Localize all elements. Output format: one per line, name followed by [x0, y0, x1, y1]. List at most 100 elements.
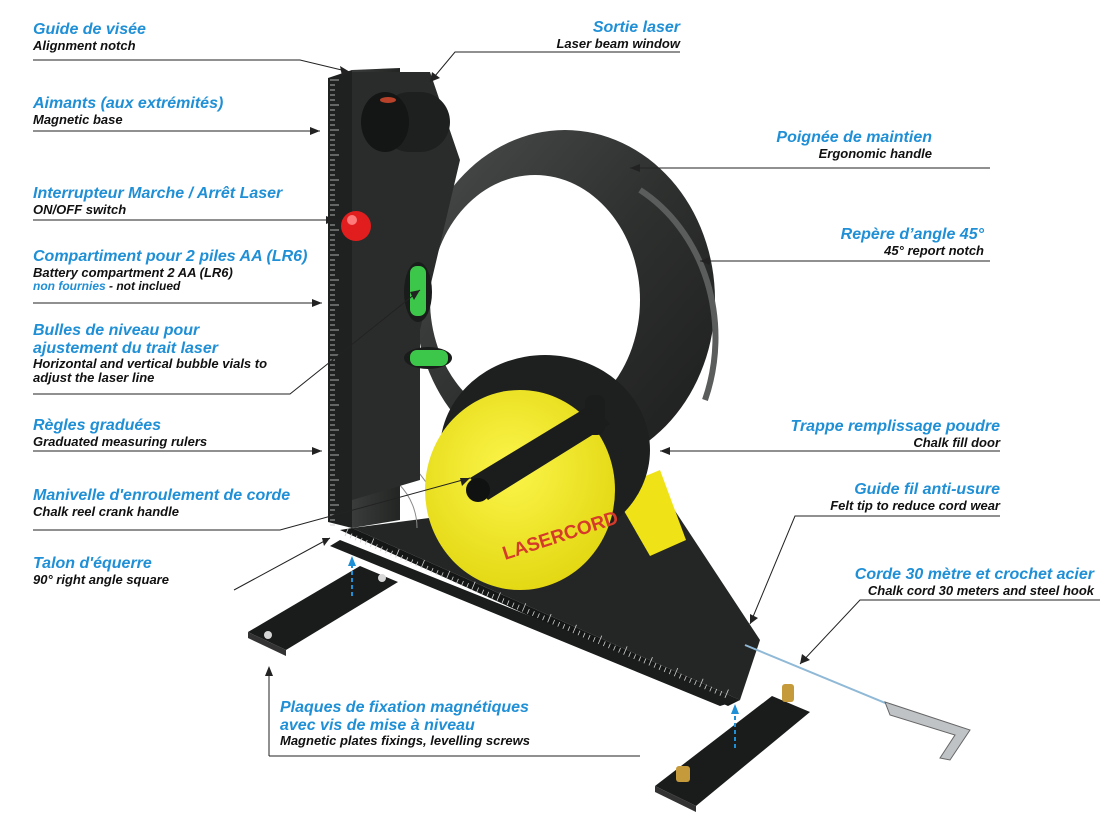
ruler-tick — [537, 613, 540, 619]
levelling-screw-icon — [676, 766, 690, 782]
label-en: Chalk fill door — [913, 434, 1000, 450]
ruler-tick — [486, 591, 490, 597]
label-fr: Règles graduées — [33, 417, 162, 434]
ruler-tick — [633, 654, 637, 660]
ruler-tick — [567, 626, 571, 632]
ruler-tick — [547, 613, 552, 623]
steel-hook-icon — [884, 701, 971, 761]
callout-alignment-notch: Guide de visée Alignment notch — [33, 21, 146, 53]
label-fr: Poignée de maintien — [776, 129, 932, 146]
label-en-1: Horizontal and vertical bubble vials to — [33, 356, 268, 372]
ruler-tick — [364, 539, 368, 545]
label-en: ON/OFF switch — [33, 201, 127, 217]
ruler-tick — [592, 636, 596, 642]
label-en: Laser beam window — [556, 35, 680, 51]
ruler-tick — [476, 587, 480, 593]
label-fr-1: Plaques de fixation magnétiques — [280, 699, 529, 716]
callout-laser-window: Sortie laser Laser beam window — [556, 19, 680, 51]
ruler-tick — [461, 580, 464, 586]
ruler-tick — [354, 535, 358, 541]
levelling-screw-icon — [782, 684, 794, 702]
ruler-tick — [521, 603, 527, 612]
label-en-2: adjust the laser line — [33, 370, 155, 386]
label-fr: Guide fil anti-usure — [854, 481, 1000, 498]
label-en: Magnetic plates fixings, levelling screw… — [280, 733, 530, 749]
ruler-tick — [678, 673, 682, 679]
ruler-tick — [359, 537, 363, 543]
label-en: Ergonomic handle — [818, 145, 932, 161]
label-en: Felt tip to reduce cord wear — [830, 497, 1000, 513]
ruler-tick — [648, 657, 653, 666]
callout-right-angle-square: Talon d'équerre 90° right angle square — [33, 555, 169, 587]
ruler-tick — [643, 658, 647, 664]
ruler-tick — [552, 619, 556, 625]
ruler-tick — [638, 656, 642, 662]
ruler-tick — [673, 667, 679, 677]
ruler-tick — [344, 527, 349, 537]
label-fr: Interrupteur Marche / Arrêt Laser — [33, 185, 283, 202]
ruler-tick — [613, 645, 616, 651]
ruler-tick — [451, 576, 454, 582]
ruler-tick — [719, 690, 723, 696]
ruler-tick — [506, 600, 510, 606]
bubble-vial-horizontal — [404, 347, 452, 369]
label-en: Magnetic base — [33, 111, 123, 127]
ruler-tick — [511, 602, 515, 608]
note-fr: non fournies — [33, 278, 106, 293]
label-en: Graduated measuring rulers — [33, 433, 208, 449]
callout-ergonomic-handle: Poignée de maintien Ergonomic handle — [776, 129, 932, 161]
ruler-tick — [456, 578, 459, 584]
ruler-tick — [481, 589, 485, 595]
ruler-tick — [395, 549, 400, 558]
ruler-tick — [587, 634, 591, 640]
callout-chalk-cord: Corde 30 mètre et crochet acier Chalk co… — [855, 566, 1094, 598]
ruler-tick — [380, 546, 383, 552]
ruler-tick — [440, 572, 444, 578]
ruler-tick — [602, 641, 606, 647]
ruler-tick — [349, 533, 353, 539]
callout-crank-handle: Manivelle d'enroulement de corde Chalk r… — [33, 487, 290, 519]
ruler-tick — [623, 646, 628, 655]
ruler-tick — [445, 570, 451, 580]
leader-lines — [33, 51, 1100, 757]
callout-felt-tip: Guide fil anti-usure Felt tip to reduce … — [830, 481, 1000, 513]
ruler-tick — [572, 624, 577, 634]
battery-note: non fournies - not inclued — [33, 278, 307, 293]
label-fr: Guide de visée — [33, 21, 146, 38]
ruler-tick — [471, 581, 476, 591]
ruler-tick — [385, 548, 388, 554]
label-en: Chalk cord 30 meters and steel hook — [867, 582, 1094, 598]
laser-window — [361, 92, 450, 152]
callout-magnetic-plates: Plaques de fixation magnétiques avec vis… — [280, 699, 530, 748]
ruler-tick — [425, 565, 429, 571]
ruler-tick — [684, 675, 687, 681]
ruler-tick — [516, 604, 520, 610]
ruler-tick — [653, 662, 657, 668]
label-fr: Manivelle d'enroulement de corde — [33, 487, 291, 504]
label-en: Chalk reel crank handle — [33, 503, 179, 519]
ruler-tick — [618, 647, 621, 653]
ruler-tick — [430, 567, 434, 573]
label-fr-2: avec vis de mise à niveau — [280, 716, 475, 734]
callout-battery-compartment: Compartiment pour 2 piles AA (LR6) Batte… — [33, 248, 307, 293]
ruler-tick — [704, 684, 707, 690]
ruler-tick — [435, 570, 439, 575]
ruler-tick — [532, 611, 535, 616]
ruler-tick — [724, 689, 729, 698]
ruler-tick — [663, 667, 667, 673]
ruler-tick — [557, 621, 561, 627]
ruler-tick — [577, 630, 581, 636]
ruler-tick — [542, 615, 545, 621]
label-en: Alignment notch — [33, 37, 136, 53]
ruler-tick — [709, 686, 713, 692]
callout-magnetic-base: Aimants (aux extrémités) Magnetic base — [33, 95, 223, 127]
chalk-cord — [744, 644, 971, 761]
ruler-tick — [694, 680, 697, 686]
ruler-tick — [415, 561, 419, 567]
ruler-tick — [501, 598, 505, 604]
magnetic-plate-left — [248, 566, 398, 656]
ruler-tick — [491, 593, 495, 599]
ruler-tick — [668, 669, 672, 675]
label-fr-2: ajustement du trait laser — [33, 339, 218, 357]
label-en: 90° right angle square — [33, 571, 169, 587]
